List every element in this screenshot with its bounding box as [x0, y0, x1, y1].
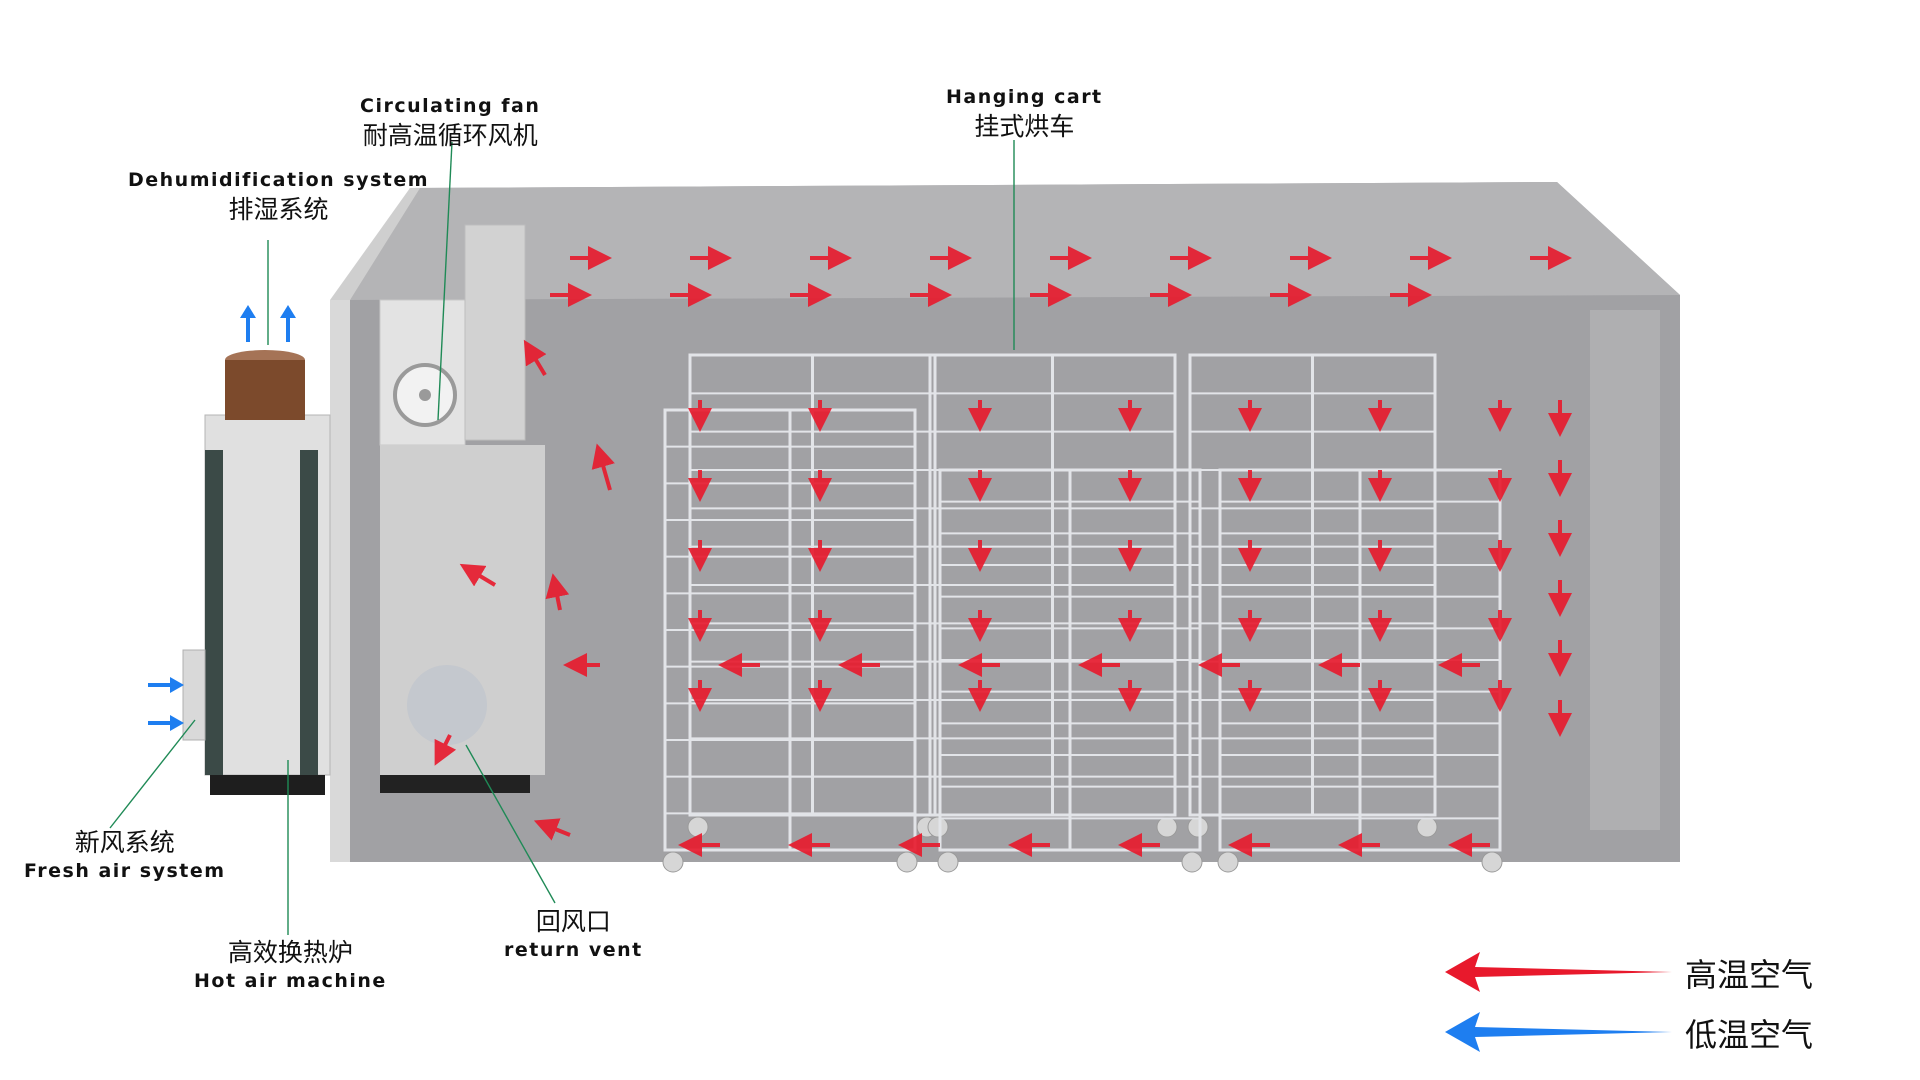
cool-airflow-arrows: [148, 305, 296, 731]
return-vent-en: return vent: [504, 939, 643, 961]
hot-air-machine-zh: 高效换热炉: [227, 938, 353, 967]
legend-high-temp-label: 高温空气: [1685, 956, 1814, 994]
room-left-edge: [330, 300, 350, 862]
intake-arrowhead-2: [170, 715, 184, 731]
cart-wheel: [896, 851, 918, 873]
cart-wheel: [927, 816, 949, 838]
legend: [1445, 952, 1672, 1052]
callout-lines: [109, 140, 1015, 935]
legend-low-temp-label: 低温空气: [1685, 1016, 1814, 1054]
intake-arrowhead-1: [170, 677, 184, 693]
machine-stripe-right: [300, 450, 318, 775]
cart-6: [1217, 468, 1503, 873]
hot-air-arrow: [545, 573, 570, 611]
circulating-fan-en: Circulating fan: [360, 95, 541, 117]
fresh-air-zh: 新风系统: [74, 828, 175, 857]
hot-air-arrow: [434, 734, 457, 766]
fan-hub-icon: [419, 389, 431, 401]
return-vent-zh: 回风口: [535, 907, 611, 936]
label-dehumidification: Dehumidification system 排湿系统: [128, 168, 429, 226]
exhaust-arrowhead-1: [240, 305, 256, 318]
room-ceiling: [350, 182, 1680, 300]
label-circulating-fan: Circulating fan 耐高温循环风机: [360, 94, 540, 152]
hanging-cart-zh: 挂式烘车: [974, 112, 1075, 141]
hot-air-machine: [182, 350, 331, 795]
dehumidification-zh: 排湿系统: [228, 195, 329, 224]
cart-wheel: [1187, 816, 1209, 838]
room-front-glass: [350, 295, 1680, 862]
drying-room: [330, 182, 1680, 862]
room-top-edge: [330, 188, 420, 300]
label-return-vent: 回风口 return vent: [504, 905, 643, 963]
hot-air-arrow: [533, 818, 571, 841]
cart-wheel: [1416, 816, 1438, 838]
label-hanging-cart: Hanging cart 挂式烘车: [946, 85, 1103, 143]
hot-air-machine-en: Hot air machine: [194, 970, 387, 992]
cart-wheel: [1217, 851, 1239, 873]
circulating-fan-unit: [379, 224, 545, 793]
hot-air-arrow: [459, 563, 497, 587]
callout-circulating-fan: [437, 141, 453, 421]
legend-high-temp-arrow: [1445, 952, 1672, 992]
return-vent-icon: [407, 665, 487, 745]
hot-air-arrow: [591, 443, 615, 491]
dehumidification-en: Dehumidification system: [128, 169, 430, 191]
hot-air-arrow: [523, 339, 547, 377]
fan-duct: [464, 224, 526, 441]
exhaust-arrowhead-2: [280, 305, 296, 318]
hanging-cart-en: Hanging cart: [946, 86, 1103, 108]
fresh-air-inlet: [182, 649, 206, 741]
cart-wheel: [937, 851, 959, 873]
circulating-fan-zh: 耐高温循环风机: [362, 121, 538, 150]
cart-4: [662, 408, 918, 873]
cart-wheel: [662, 851, 684, 873]
callout-return-vent: [465, 744, 556, 904]
fresh-air-en: Fresh air system: [24, 860, 226, 882]
cart-wheel: [1481, 851, 1503, 873]
cart-wheel: [1181, 851, 1203, 873]
machine-base: [210, 775, 325, 795]
label-fresh-air: 新风系统 Fresh air system: [24, 826, 226, 884]
cart-wheel: [1156, 816, 1178, 838]
legend-low-temp-arrow: [1445, 1012, 1672, 1052]
hot-airflow-arrows: [434, 246, 1572, 857]
fan-base: [380, 775, 530, 793]
dehumidification-exhaust: [225, 360, 305, 420]
callout-fresh-air: [109, 719, 196, 829]
cart-wheel: [687, 816, 709, 838]
room-right-door: [1590, 310, 1660, 830]
label-hot-air-machine: 高效换热炉 Hot air machine: [194, 936, 387, 994]
machine-stripe-left: [205, 450, 223, 775]
